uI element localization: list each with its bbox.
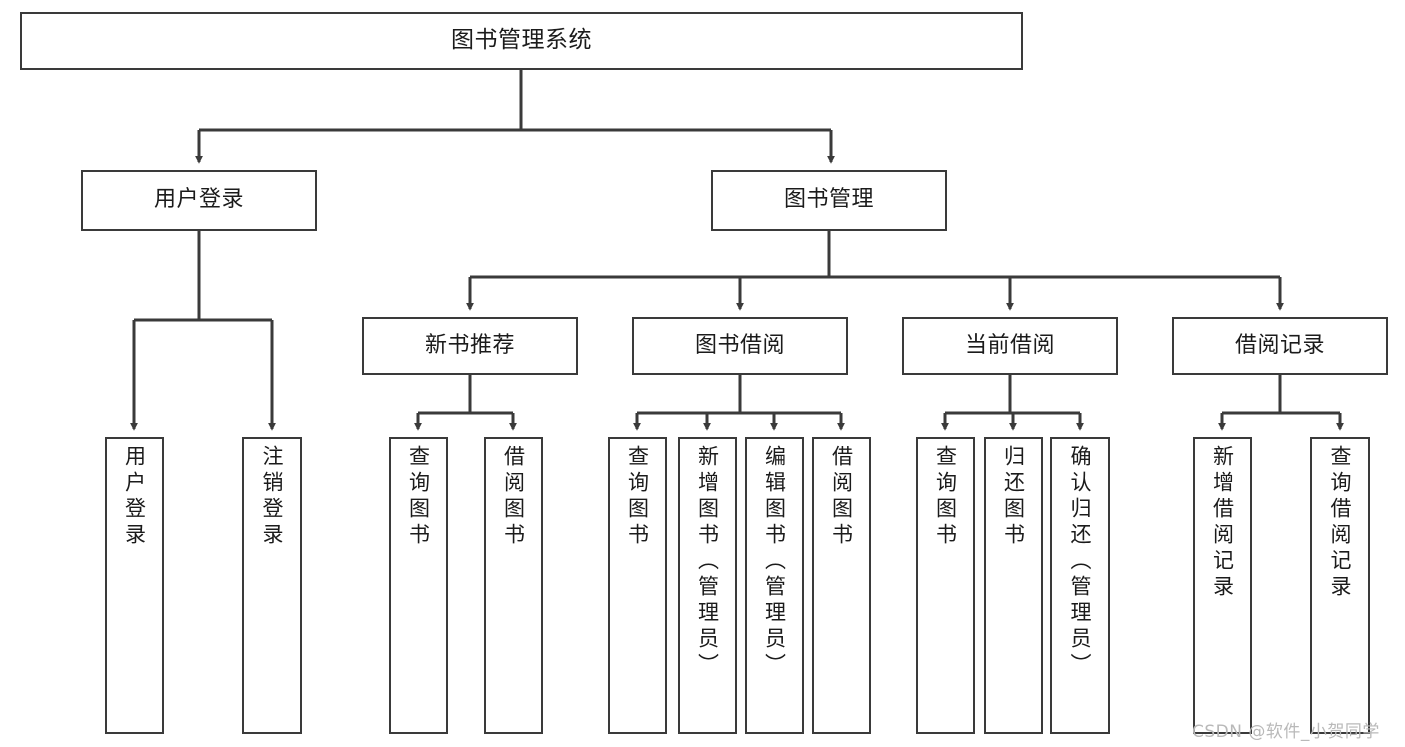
node-leaf-return-book[interactable]: 归还图书 [984, 437, 1043, 734]
node-leaf-borrow-book-2-label: 借阅图书 [829, 445, 854, 549]
node-user-login[interactable]: 用户登录 [81, 170, 317, 231]
node-leaf-edit-book-label: 编辑图书（管理员） [762, 445, 787, 679]
node-leaf-query-record-label: 查询借阅记录 [1328, 445, 1353, 601]
node-current-borrow-label: 当前借阅 [964, 332, 1055, 358]
node-leaf-query-book-1[interactable]: 查询图书 [389, 437, 448, 734]
node-book-manage[interactable]: 图书管理 [711, 170, 947, 231]
node-leaf-edit-book[interactable]: 编辑图书（管理员） [745, 437, 804, 734]
node-leaf-query-book-2-label: 查询图书 [625, 445, 650, 549]
node-borrow-record-label: 借阅记录 [1234, 332, 1325, 358]
node-leaf-query-record[interactable]: 查询借阅记录 [1310, 437, 1370, 734]
node-leaf-add-book-label: 新增图书（管理员） [695, 445, 720, 679]
node-leaf-query-book-2[interactable]: 查询图书 [608, 437, 667, 734]
node-book-borrow[interactable]: 图书借阅 [632, 317, 848, 375]
node-leaf-borrow-book-1-label: 借阅图书 [501, 445, 526, 549]
node-leaf-confirm-return[interactable]: 确认归还（管理员） [1050, 437, 1110, 734]
node-leaf-query-book-1-label: 查询图书 [406, 445, 431, 549]
node-book-manage-label: 图书管理 [783, 187, 874, 213]
node-user-login-label: 用户登录 [153, 187, 244, 213]
node-leaf-query-book-3[interactable]: 查询图书 [916, 437, 975, 734]
node-leaf-borrow-book-2[interactable]: 借阅图书 [812, 437, 871, 734]
node-new-book-recommend-label: 新书推荐 [424, 332, 515, 358]
node-leaf-query-book-3-label: 查询图书 [933, 445, 958, 549]
watermark: CSDN @软件_小贺同学 [1192, 722, 1380, 742]
node-leaf-logout-login[interactable]: 注销登录 [242, 437, 302, 734]
node-new-book-recommend[interactable]: 新书推荐 [362, 317, 578, 375]
node-borrow-record[interactable]: 借阅记录 [1172, 317, 1388, 375]
node-leaf-confirm-return-label: 确认归还（管理员） [1068, 445, 1093, 679]
node-root[interactable]: 图书管理系统 [20, 12, 1023, 70]
node-leaf-user-login[interactable]: 用户登录 [105, 437, 164, 734]
node-leaf-add-record[interactable]: 新增借阅记录 [1193, 437, 1252, 734]
node-current-borrow[interactable]: 当前借阅 [902, 317, 1118, 375]
node-leaf-add-record-label: 新增借阅记录 [1210, 445, 1235, 601]
node-leaf-add-book[interactable]: 新增图书（管理员） [678, 437, 737, 734]
node-root-label: 图书管理系统 [451, 27, 592, 54]
node-leaf-borrow-book-1[interactable]: 借阅图书 [484, 437, 543, 734]
node-book-borrow-label: 图书借阅 [694, 332, 785, 358]
node-leaf-return-book-label: 归还图书 [1001, 445, 1026, 549]
node-leaf-user-login-label: 用户登录 [122, 445, 147, 549]
node-leaf-logout-login-label: 注销登录 [260, 445, 285, 549]
